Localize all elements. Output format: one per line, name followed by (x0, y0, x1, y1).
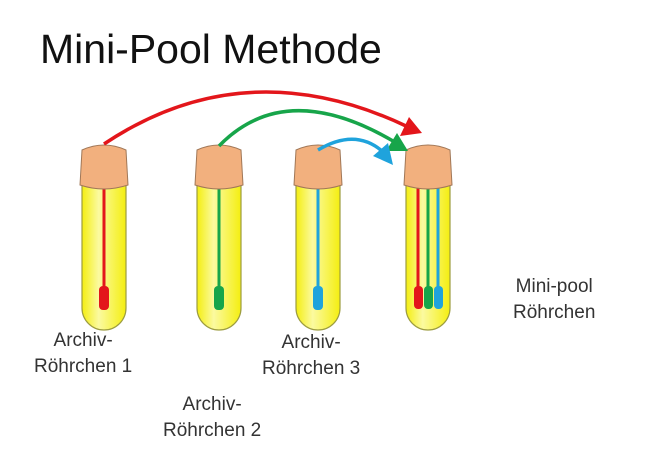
archive-tube-1-label: Archiv- Röhrchen 1 (34, 328, 132, 380)
mini-pool-label: Mini-pool Röhrchen (513, 274, 595, 326)
page-title: Mini-Pool Methode (40, 26, 382, 72)
label-line: Archiv- (53, 330, 113, 351)
sample-drop (214, 286, 224, 310)
tube-cap (403, 144, 453, 190)
arrow-head (386, 133, 408, 151)
label-line: Röhrchen 3 (262, 358, 361, 379)
tube-cap (79, 144, 129, 190)
archive-tube-3-label: Archiv- Röhrchen 3 (262, 330, 360, 382)
arrow-path (217, 108, 394, 148)
tube-cap (293, 144, 343, 190)
arrow-path (317, 137, 384, 153)
arrow-head (400, 117, 422, 136)
label-line: Mini-pool (515, 276, 593, 297)
tube-cap (194, 144, 244, 190)
sample-drop (99, 286, 109, 310)
label-line: Archiv- (182, 394, 242, 415)
mini-pool-tube (403, 144, 453, 331)
label-line: Röhrchen 2 (163, 420, 262, 441)
label-line: Röhrchen 1 (34, 356, 133, 377)
archive-tube-2 (194, 144, 244, 331)
pooled-sample-drop-1 (414, 286, 423, 309)
transfer-arrow-1 (103, 90, 422, 146)
pooled-sample-drop-3 (434, 286, 443, 309)
label-line: Archiv- (281, 332, 341, 353)
archive-tube-2-label: Archiv- Röhrchen 2 (163, 392, 261, 444)
archive-tube-3 (293, 144, 343, 331)
arrow-path (103, 90, 407, 146)
transfer-arrow-2 (217, 108, 408, 151)
arrow-head (373, 143, 393, 165)
archive-tube-1 (79, 144, 129, 331)
pooled-sample-drop-2 (424, 286, 433, 309)
sample-drop (313, 286, 323, 310)
label-line: Röhrchen (513, 302, 596, 323)
transfer-arrow-3 (317, 137, 393, 165)
